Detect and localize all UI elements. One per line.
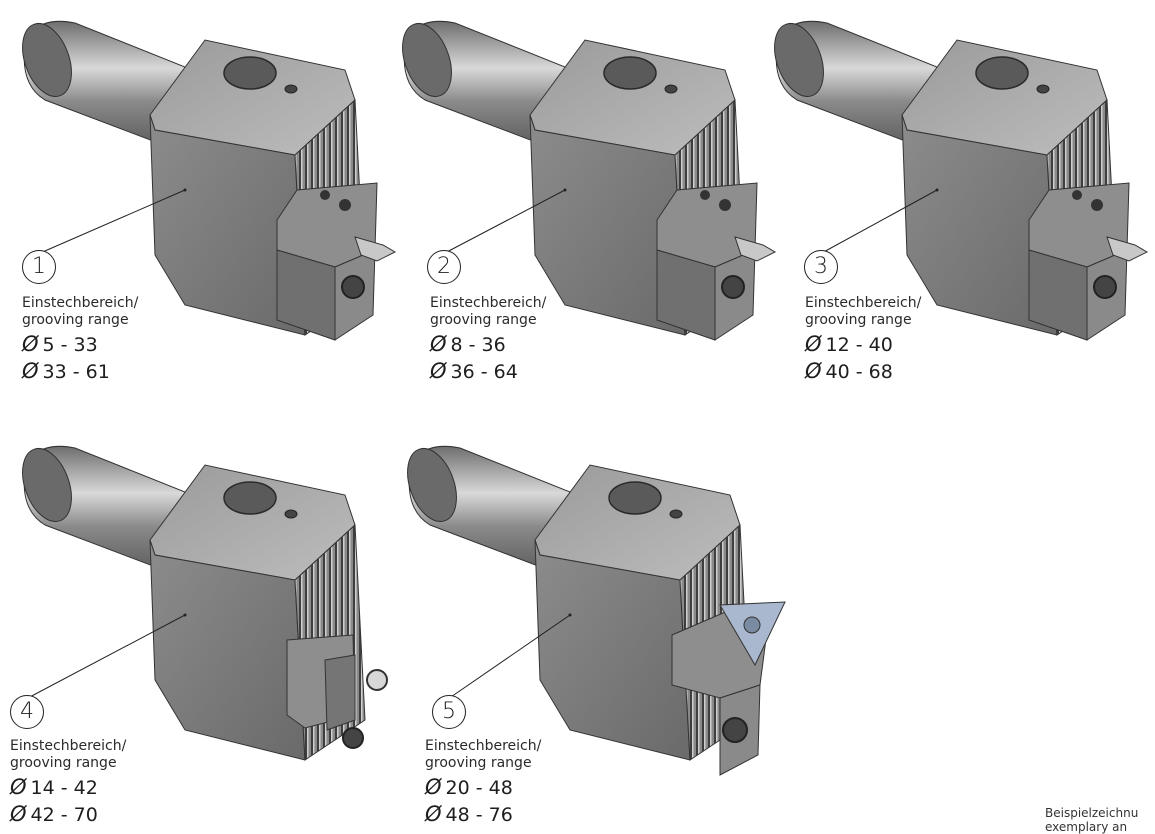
range-value: 14 - 42 bbox=[30, 777, 98, 799]
label-english: grooving range bbox=[10, 755, 117, 771]
insert-holder bbox=[276, 182, 397, 341]
leader-line bbox=[447, 614, 571, 700]
leader-line bbox=[819, 189, 938, 255]
callout-number: 1 bbox=[22, 250, 56, 284]
grooving-range-label: Einstechbereich/grooving range bbox=[425, 738, 541, 772]
label-german: Einstechbereich/ bbox=[805, 295, 922, 311]
leader-line bbox=[442, 189, 566, 255]
range-value: 36 - 64 bbox=[450, 361, 518, 383]
label-english: grooving range bbox=[805, 312, 912, 328]
tool-holder-1 bbox=[5, 5, 397, 365]
tool-holder-drawing bbox=[774, 20, 1149, 341]
tool-holder-4 bbox=[5, 430, 395, 790]
insert-holder bbox=[286, 634, 388, 749]
diameter-symbol-icon: Ø bbox=[425, 802, 442, 826]
label-german: Einstechbereich/ bbox=[10, 738, 127, 754]
diameter-symbol-icon: Ø bbox=[22, 332, 39, 356]
insert-holder bbox=[656, 182, 777, 341]
insert-holder bbox=[1028, 182, 1149, 341]
diameter-symbol-icon: Ø bbox=[425, 775, 442, 799]
callout-number: 4 bbox=[10, 695, 44, 729]
diameter-symbol-icon: Ø bbox=[805, 332, 822, 356]
grooving-insert bbox=[1106, 236, 1149, 262]
callout-number: 2 bbox=[427, 250, 461, 284]
callout-number: 5 bbox=[432, 695, 466, 729]
range-value: 8 - 36 bbox=[450, 334, 506, 356]
tool-holder-drawing bbox=[22, 445, 388, 761]
range-value: 5 - 33 bbox=[42, 334, 98, 356]
diameter-symbol-icon: Ø bbox=[10, 802, 27, 826]
footer-note: Beispielzeichnu exemplary an bbox=[1045, 806, 1138, 834]
grooving-insert bbox=[354, 236, 397, 262]
tool-holder-drawing bbox=[402, 20, 777, 341]
label-english: grooving range bbox=[430, 312, 537, 328]
diameter-symbol-icon: Ø bbox=[430, 359, 447, 383]
tool-body bbox=[534, 464, 751, 761]
grooving-range-label: Einstechbereich/grooving range bbox=[22, 295, 138, 329]
leader-line bbox=[25, 614, 186, 700]
tool-holder-2 bbox=[385, 5, 777, 365]
diameter-symbol-icon: Ø bbox=[805, 359, 822, 383]
range-value: 20 - 48 bbox=[445, 777, 513, 799]
label-english: grooving range bbox=[425, 755, 532, 771]
label-english: grooving range bbox=[22, 312, 129, 328]
footer-note-line1: Beispielzeichnu bbox=[1045, 806, 1139, 820]
range-value: 48 - 76 bbox=[445, 804, 513, 826]
diameter-symbol-icon: Ø bbox=[430, 332, 447, 356]
range-value: 40 - 68 bbox=[825, 361, 893, 383]
range-value: 33 - 61 bbox=[42, 361, 110, 383]
leader-line bbox=[37, 189, 186, 255]
diameter-symbol-icon: Ø bbox=[22, 359, 39, 383]
insert-holder bbox=[671, 601, 786, 776]
grooving-range-label: Einstechbereich/grooving range bbox=[805, 295, 921, 329]
range-value: 42 - 70 bbox=[30, 804, 98, 826]
grooving-range-label: Einstechbereich/grooving range bbox=[10, 738, 126, 772]
tool-holder-drawing bbox=[22, 20, 397, 341]
triangle-insert bbox=[719, 601, 786, 667]
footer-note-line2: exemplary an bbox=[1045, 820, 1128, 834]
tool-holder-5 bbox=[390, 430, 786, 790]
callout-number: 3 bbox=[804, 250, 838, 284]
tool-holder-drawing bbox=[407, 445, 786, 776]
range-value: 12 - 40 bbox=[825, 334, 893, 356]
label-german: Einstechbereich/ bbox=[430, 295, 547, 311]
round-insert bbox=[366, 669, 388, 691]
grooving-insert bbox=[734, 236, 777, 262]
grooving-range-label: Einstechbereich/grooving range bbox=[430, 295, 546, 329]
diameter-symbol-icon: Ø bbox=[10, 775, 27, 799]
label-german: Einstechbereich/ bbox=[22, 295, 139, 311]
tool-holder-3 bbox=[757, 5, 1149, 365]
label-german: Einstechbereich/ bbox=[425, 738, 542, 754]
tool-body bbox=[529, 39, 746, 336]
